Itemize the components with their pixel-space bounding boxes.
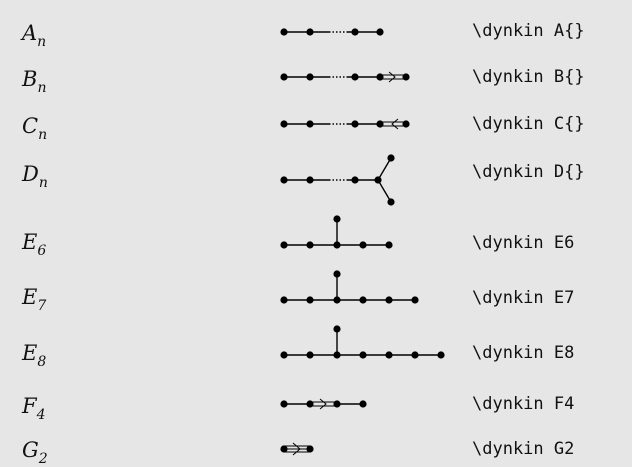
dynkin-diagram-e7 (280, 270, 419, 304)
dynkin-command-e6: \dynkin E6 (472, 233, 575, 253)
dynkin-diagram-b-n (280, 71, 410, 83)
dynkin-diagram-g2 (280, 442, 314, 456)
dynkin-command-a: \dynkin A{} (472, 21, 585, 41)
dynkin-diagram-e6 (280, 215, 393, 249)
type-name-f4: F4 (22, 394, 46, 423)
type-name-g2: G2 (22, 438, 48, 467)
dynkin-command-e7: \dynkin E7 (472, 288, 575, 308)
dynkin-diagram-e8 (280, 325, 445, 359)
type-name-e7: E7 (22, 285, 47, 314)
dynkin-command-e8: \dynkin E8 (472, 343, 575, 363)
dynkin-command-c: \dynkin C{} (472, 114, 585, 134)
dynkin-diagram-a-n (280, 28, 384, 36)
dynkin-command-g2: \dynkin G2 (472, 439, 575, 459)
type-name-d-n: Dn (22, 162, 48, 191)
type-name-e8: E8 (22, 341, 47, 370)
type-name-b-n: Bn (22, 67, 47, 96)
dynkin-diagram-f4 (280, 398, 367, 410)
dynkin-command-d: \dynkin D{} (472, 162, 585, 182)
type-name-e6: E6 (22, 230, 47, 259)
type-name-c-n: Cn (22, 114, 48, 143)
dynkin-diagram-c-n (280, 118, 410, 130)
dynkin-diagram-d-n (280, 154, 395, 206)
dynkin-command-f4: \dynkin F4 (472, 394, 575, 414)
dynkin-command-b: \dynkin B{} (472, 67, 585, 87)
type-name-a-n: An (22, 21, 47, 50)
